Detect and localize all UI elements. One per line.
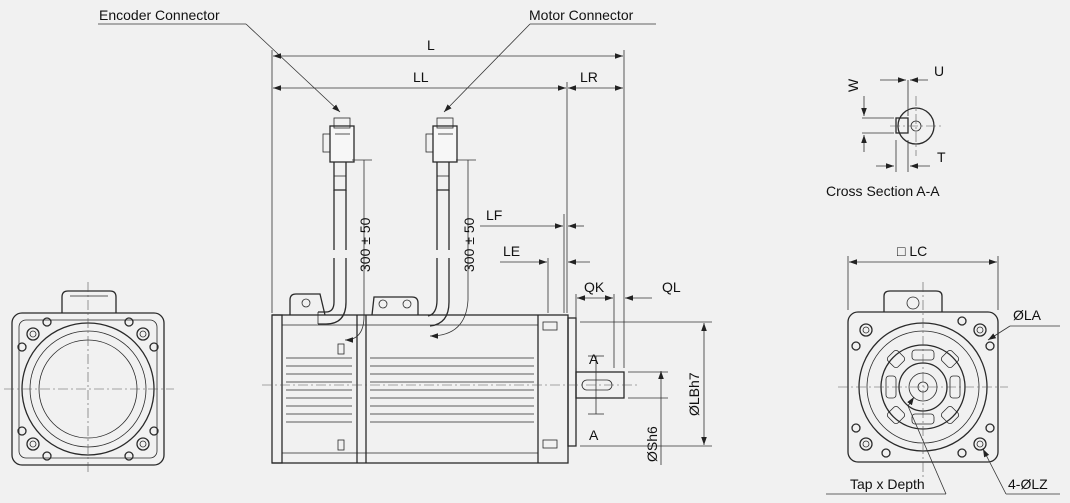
dim-T-label: T — [937, 149, 946, 165]
dim-LL-label: LL — [413, 69, 429, 85]
dim-LR-label: LR — [580, 69, 598, 85]
dim-LA-label: ØLA — [1013, 307, 1042, 323]
side-view — [262, 293, 640, 464]
dim-W-label: W — [845, 78, 861, 92]
cable-length-encoder: 300 ± 50 — [357, 217, 373, 272]
cross-section-a-a — [861, 77, 944, 172]
dimension-labels: Encoder Connector Motor Connector L LL L… — [99, 7, 1048, 492]
section-mark-top: A — [589, 351, 599, 367]
dim-LZ-label: 4-ØLZ — [1008, 476, 1048, 492]
cooling-fins — [286, 357, 534, 423]
cross-section-title: Cross Section A-A — [826, 183, 940, 199]
dim-L-label: L — [427, 37, 435, 53]
flange-mount-holes — [851, 316, 995, 458]
rear-view-corner-holes — [17, 317, 159, 461]
encoder-connector-label: Encoder Connector — [99, 7, 220, 23]
motor-cable — [425, 117, 458, 327]
dim-LE-label: LE — [503, 243, 520, 259]
dim-LC-label: □ LC — [897, 243, 927, 259]
dim-LBh7-label: ØLBh7 — [686, 372, 702, 416]
dim-QL-label: QL — [662, 279, 681, 295]
encoder-cable — [317, 117, 355, 325]
cable-length-motor: 300 ± 50 — [461, 217, 477, 272]
dim-LF-label: LF — [486, 207, 502, 223]
dim-U-label: U — [934, 63, 944, 79]
section-mark-bottom: A — [589, 427, 599, 443]
tap-depth-label: Tap x Depth — [850, 476, 925, 492]
motor-connector-label: Motor Connector — [529, 7, 634, 23]
dim-QK-label: QK — [584, 279, 605, 295]
flange-front-view — [826, 256, 1060, 495]
rear-view — [4, 282, 174, 475]
dim-Sh6-label: ØSh6 — [644, 426, 660, 462]
